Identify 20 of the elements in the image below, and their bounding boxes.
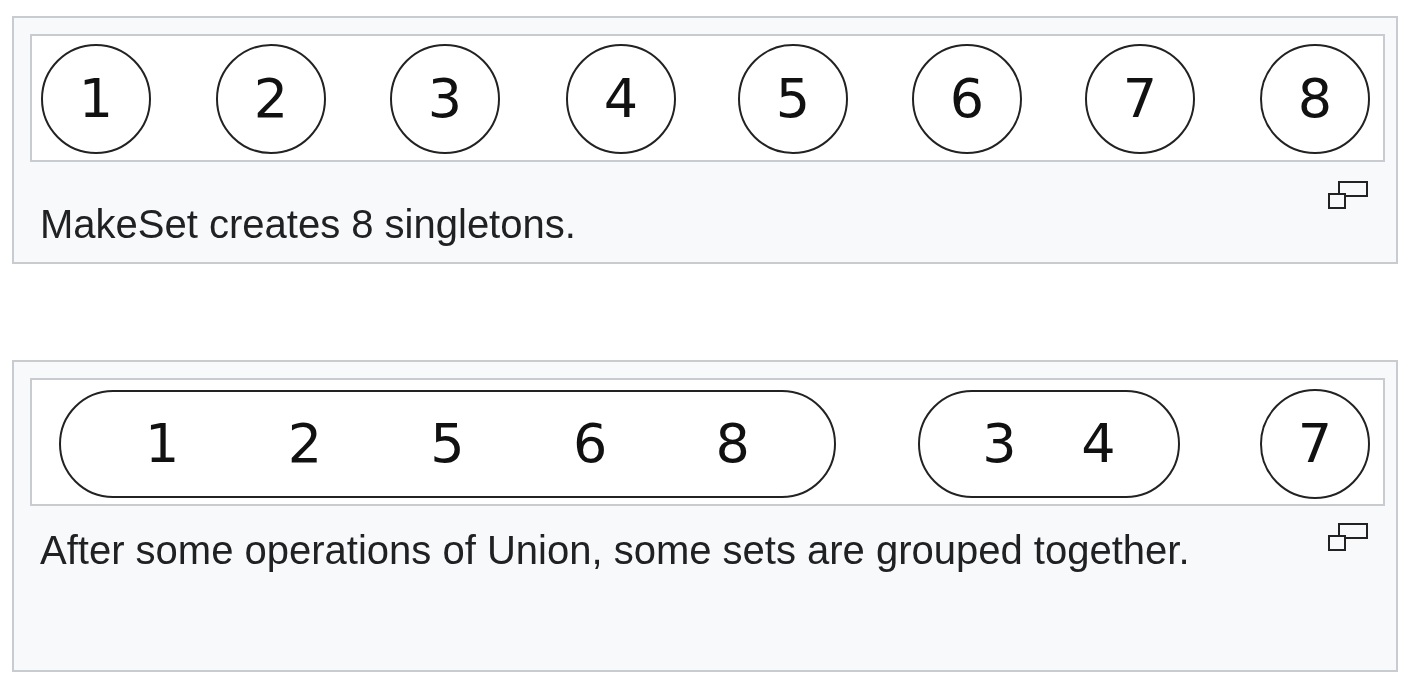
element-number: 5 — [775, 72, 811, 126]
element-number: 1 — [78, 72, 114, 126]
element-number: 8 — [715, 417, 750, 471]
element-number: 3 — [982, 417, 1017, 471]
element-number: 7 — [1122, 72, 1158, 126]
element-number: 4 — [603, 72, 639, 126]
caption-text: After some operations of Union, some sets are grouped together. — [40, 527, 1191, 574]
element-number: 7 — [1297, 417, 1333, 471]
element-number: 5 — [430, 417, 465, 471]
element-number: 6 — [949, 72, 985, 126]
caption-text: MakeSet creates 8 singletons. — [40, 201, 577, 248]
element-number: 2 — [253, 72, 289, 126]
element-number: 3 — [427, 72, 463, 126]
element-number: 1 — [145, 417, 180, 471]
figure-panel — [12, 16, 1398, 264]
element-number: 6 — [572, 417, 608, 471]
element-number: 2 — [287, 417, 323, 471]
element-number: 4 — [1081, 417, 1116, 471]
element-number: 8 — [1297, 72, 1333, 126]
figure-panel — [12, 360, 1398, 672]
